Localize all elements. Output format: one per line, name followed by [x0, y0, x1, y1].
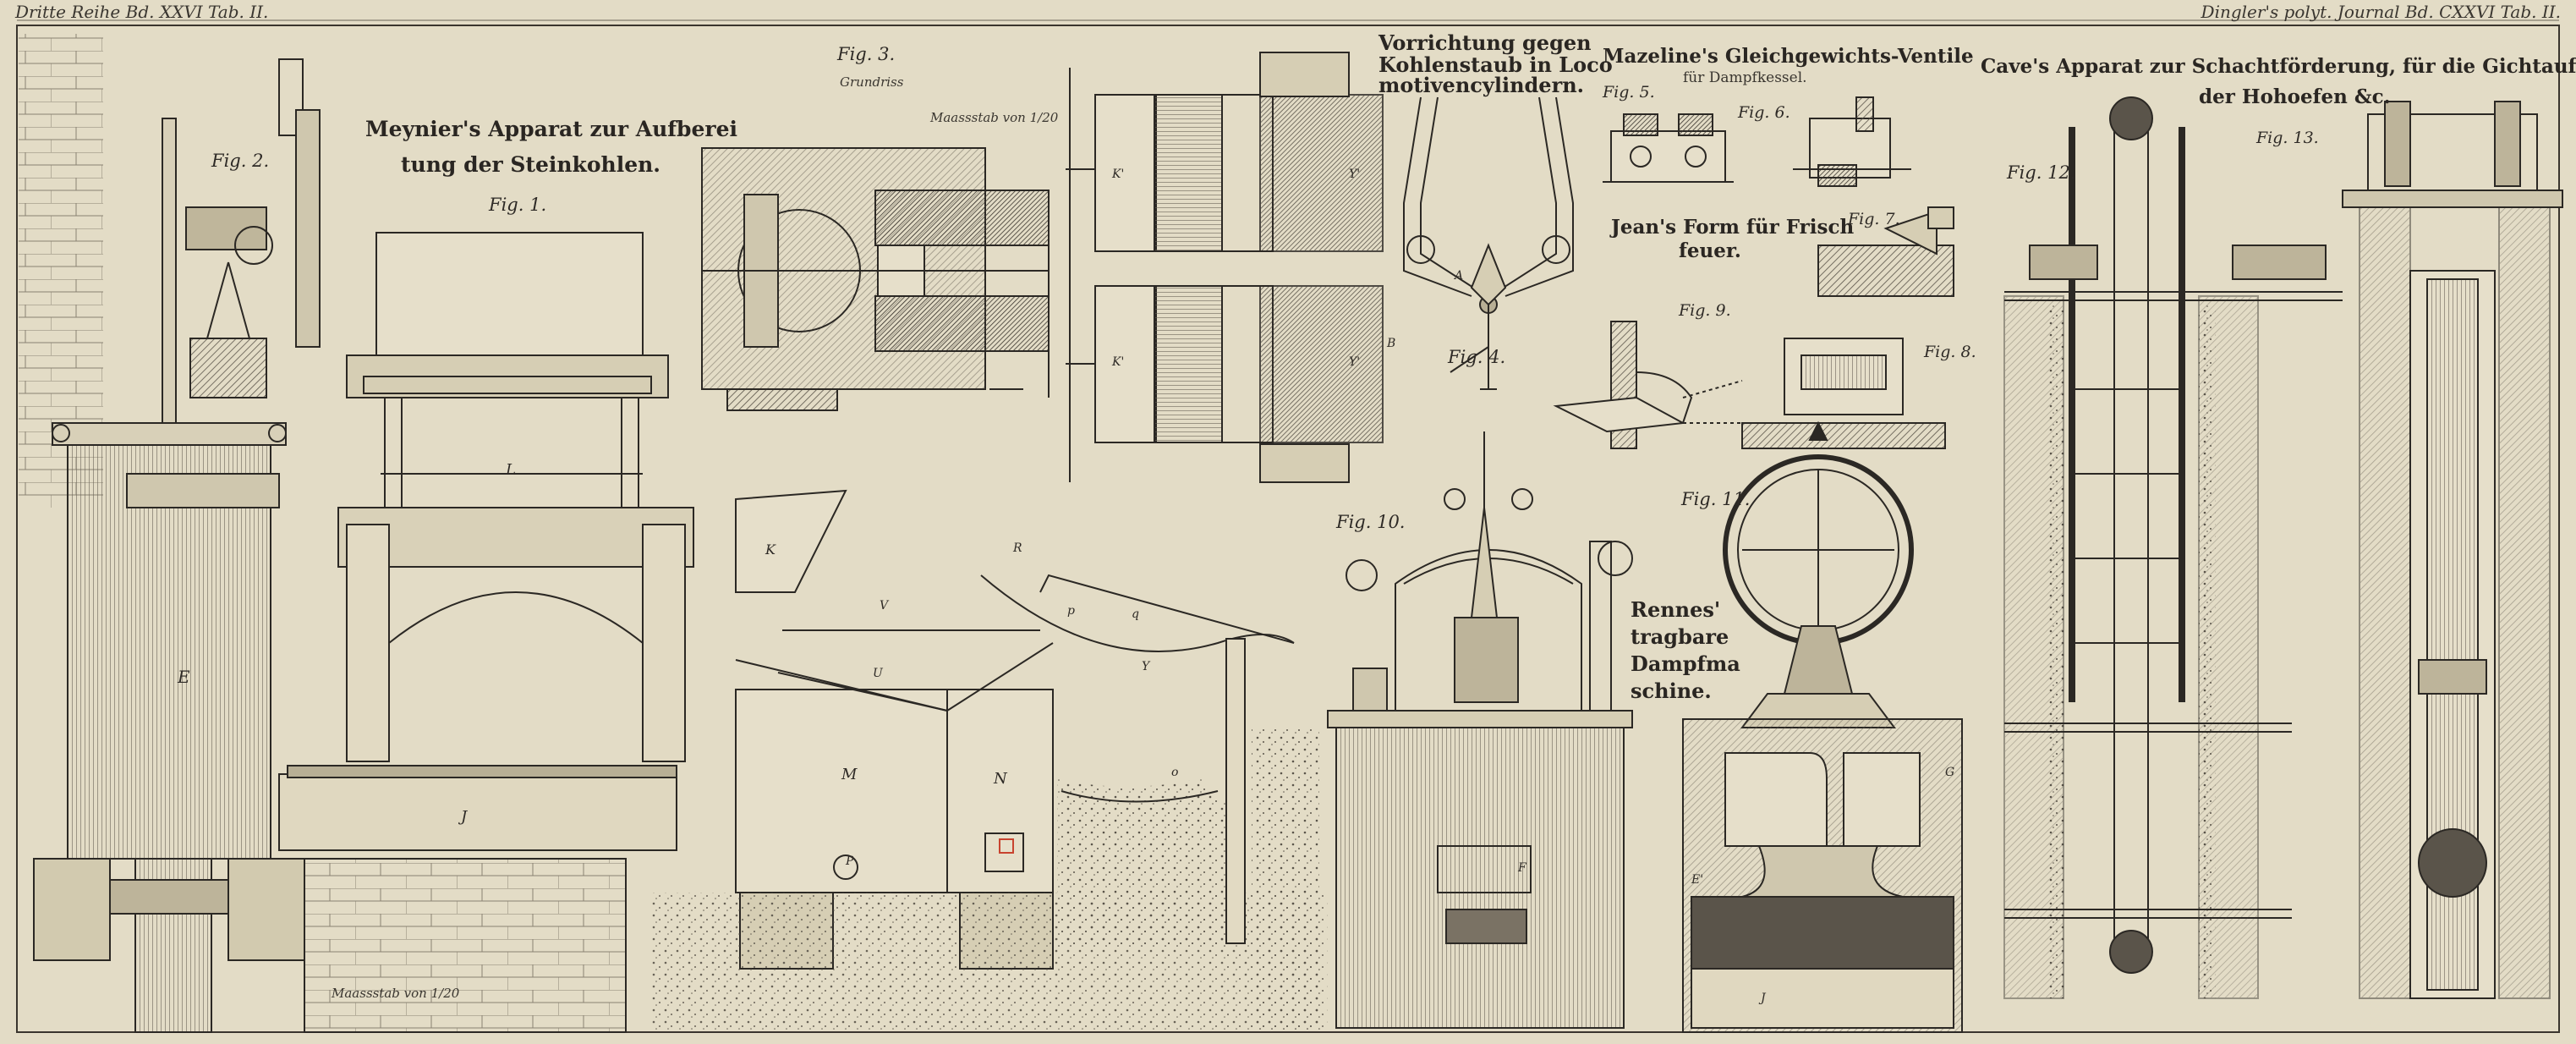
- letter-q: q: [1132, 607, 1139, 621]
- letter-V: V: [880, 599, 889, 613]
- fig11-rennes-steam-engine: [1682, 420, 1963, 1033]
- letter-K-prime-top: K': [1112, 168, 1125, 181]
- title-meynier-line2: tung der Steinkohlen.: [401, 152, 660, 177]
- fig3-plan-view: [701, 147, 1050, 411]
- letter-R: R: [1013, 541, 1022, 555]
- letter-K-prime-bottom: K': [1112, 355, 1125, 369]
- fig12-cave-shaft-elevator: [2003, 96, 2343, 999]
- plate-header-left: Dritte Reihe Bd. XXVI Tab. II.: [15, 2, 269, 22]
- title-vorrichtung-line1: Vorrichtung gegen: [1378, 30, 1592, 55]
- title-jean-line1: Jean's Form für Frisch: [1611, 216, 1855, 239]
- fig1-scale-note: Maassstab von 1/20: [332, 986, 460, 1001]
- fig5-to-fig9-valves-and-forms: [1553, 96, 1954, 449]
- letter-P: P: [846, 854, 854, 868]
- letter-Y: Y: [1142, 660, 1150, 673]
- fig1-meynier-apparatus: [19, 34, 694, 1033]
- title-cave-line2: der Hohoefen &c.: [2199, 85, 2391, 108]
- fig9-label: Fig. 9.: [1679, 301, 1731, 320]
- letter-K: K: [765, 541, 776, 558]
- fig13-cave-shaft-section: [2342, 101, 2563, 999]
- letter-E-prime: E': [1691, 873, 1704, 887]
- letter-G: G: [1945, 766, 1955, 779]
- fig1-section-box: [651, 489, 1328, 1032]
- fig11-label: Fig. 11.: [1681, 489, 1751, 509]
- letter-N: N: [994, 770, 1007, 788]
- fig3-sublabel: Grundriss: [840, 74, 904, 90]
- title-rennes-line3: Dampfma: [1631, 651, 1740, 676]
- plate-header-right: Dingler's polyt. Journal Bd. CXXVI Tab. …: [2201, 2, 2561, 22]
- title-rennes-line1: Rennes': [1631, 597, 1721, 622]
- fig3-label: Fig. 3.: [837, 44, 896, 64]
- title-meynier-line1: Meynier's Apparat zur Aufberei: [365, 117, 738, 141]
- title-mazeline: Mazeline's Gleichgewichts-Ventile: [1603, 45, 1974, 68]
- subtitle-mazeline: für Dampfkessel.: [1683, 69, 1807, 86]
- fig12-label: Fig. 12.: [2007, 162, 2076, 183]
- letter-Y-prime-bottom: Y': [1349, 355, 1361, 369]
- title-jean-line2: feuer.: [1679, 239, 1741, 262]
- fig6-label: Fig. 6.: [1738, 103, 1790, 122]
- fig13-label: Fig. 13.: [2256, 129, 2319, 147]
- fig4-locomotive-device: [1403, 96, 1574, 390]
- letter-U: U: [873, 667, 883, 680]
- letter-J: J: [461, 808, 468, 826]
- fig3-sieve-boxes: [1066, 52, 1384, 483]
- fig10-label: Fig. 10.: [1336, 512, 1406, 532]
- letter-E: E: [178, 667, 190, 687]
- title-vorrichtung-line3: motivencylindern.: [1378, 73, 1585, 97]
- title-vorrichtung-line2: Kohlenstaub in Loco: [1378, 52, 1613, 77]
- fig7-label: Fig. 7.: [1848, 210, 1900, 228]
- fig2-label: Fig. 2.: [211, 151, 270, 171]
- fig8-label: Fig. 8.: [1924, 343, 1976, 361]
- letter-F: F: [1518, 861, 1526, 875]
- title-rennes-line4: schine.: [1631, 679, 1712, 703]
- letter-M: M: [841, 766, 858, 783]
- letter-p: p: [1067, 604, 1075, 618]
- fig10-engine: [1327, 431, 1633, 1029]
- title-cave-line1: Cave's Apparat zur Schachtförderung, für…: [1981, 55, 2576, 78]
- letter-A: A: [1455, 269, 1464, 283]
- fig3-scale-note: Maassstab von 1/20: [930, 110, 1059, 125]
- letter-B: B: [1387, 337, 1396, 350]
- letter-o: o: [1171, 766, 1179, 779]
- letter-J-fig11: J: [1761, 992, 1766, 1005]
- title-rennes-line2: tragbare: [1631, 624, 1729, 649]
- fig5-label: Fig. 5.: [1603, 83, 1655, 102]
- fig1-label: Fig. 1.: [489, 195, 547, 215]
- fig4-label: Fig. 4.: [1448, 347, 1506, 367]
- letter-L: L: [506, 461, 516, 479]
- letter-Y-prime-top: Y': [1349, 168, 1361, 181]
